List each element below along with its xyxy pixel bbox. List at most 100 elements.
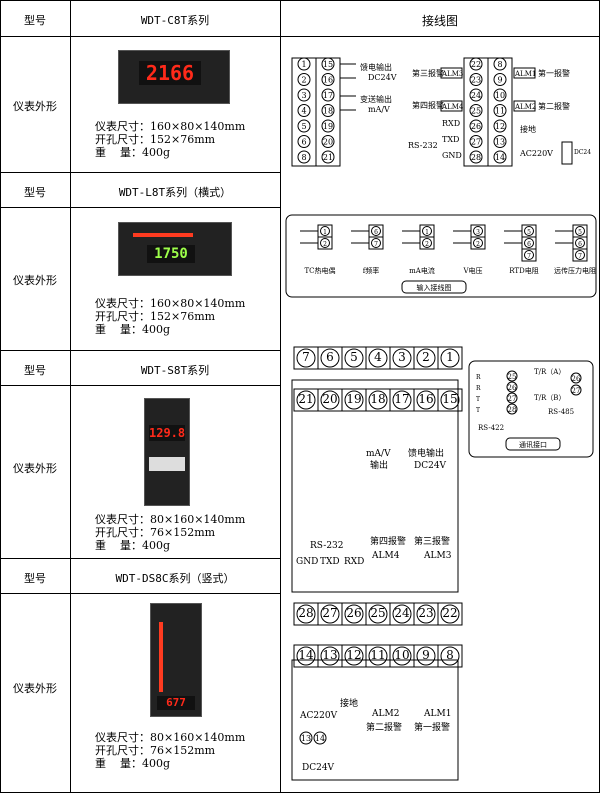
rs422-terminal-label: 25 — [508, 373, 517, 381]
terminal — [416, 604, 436, 624]
alarm3-label: 第三报警 — [414, 535, 450, 547]
model-label: 型号 — [24, 186, 46, 199]
terminal-label: 4 — [374, 350, 382, 364]
terminal — [368, 646, 388, 666]
input-terminal — [371, 238, 381, 248]
input-type-label: RTD电阻 — [509, 266, 538, 275]
tr-b-label: T/R（B） — [534, 394, 565, 402]
rxd-label: RXD — [442, 119, 460, 128]
feed-label: 馈电输出 — [408, 447, 444, 459]
input-terminal-label: 6 — [374, 229, 378, 236]
weight-spec: 重 量：400g — [95, 539, 171, 552]
terminal — [296, 390, 316, 410]
input-terminal-label: 6 — [578, 241, 582, 248]
rs422-signal: T — [476, 396, 480, 403]
input-type-label: V电压 — [462, 266, 482, 275]
size-spec: 仪表尺寸：160×80×140mm — [95, 297, 246, 310]
terminal — [493, 73, 507, 86]
alarm3-label: 第三报警 — [412, 68, 444, 78]
display-readout: 1750 — [147, 245, 195, 263]
input-terminal — [524, 250, 534, 260]
terminal — [320, 390, 340, 410]
input-type-label: TC热电偶 — [304, 266, 335, 275]
terminal-label: 16 — [418, 392, 433, 406]
terminal-label: 12 — [495, 122, 505, 131]
terminal — [321, 57, 335, 71]
terminal-label: 18 — [323, 107, 333, 116]
terminal-label: 1 — [301, 60, 306, 69]
terminal — [297, 88, 311, 102]
input-terminal-label: 2 — [476, 241, 480, 248]
input-terminal — [422, 238, 432, 248]
terminal-label: 24 — [471, 91, 481, 100]
terminal — [493, 104, 507, 117]
input-terminal-label: 6 — [527, 241, 531, 248]
terminal-label: 8 — [446, 648, 454, 662]
terminal-label: 19 — [346, 392, 361, 406]
terminal — [469, 150, 483, 164]
bar-graph — [133, 233, 193, 237]
terminal-label: 9 — [422, 648, 430, 662]
terminal-label: 5 — [350, 350, 358, 364]
terminal — [297, 135, 311, 148]
terminal — [297, 119, 311, 133]
hole-spec: 开孔尺寸：76×152mm — [95, 526, 216, 539]
terminal-label: 2 — [422, 350, 430, 364]
txd-label: TXD — [442, 135, 459, 144]
terminal-label: 24 — [394, 606, 410, 620]
input-terminal-label: 2 — [323, 241, 327, 248]
terminal — [321, 150, 335, 164]
terminal — [469, 104, 483, 117]
rs422-label: RS-422 — [478, 424, 504, 432]
terminal — [469, 73, 483, 86]
terminal — [321, 104, 335, 117]
ground-label: 接地 — [340, 697, 358, 709]
terminal-label: 22 — [471, 60, 481, 69]
display-readout: 129.8 — [149, 425, 186, 441]
input-type-label: mA电流 — [409, 266, 435, 275]
dc-terminal — [299, 731, 313, 745]
terminal — [416, 646, 436, 666]
terminal-label: 13 — [322, 648, 337, 662]
feed-voltage: DC24V — [368, 73, 397, 82]
weight-spec: 重 量：400g — [95, 757, 171, 770]
terminal-label: 21 — [298, 392, 313, 406]
terminal — [493, 88, 507, 102]
alarm1-box: ALM1 — [514, 70, 536, 78]
terminal-label: 27 — [322, 606, 337, 620]
terminal — [493, 135, 507, 148]
terminal — [469, 88, 483, 102]
terminal-label: 22 — [442, 606, 457, 620]
terminal-label: 3 — [398, 350, 406, 364]
device-image: 129.8 — [144, 398, 190, 506]
terminal-label: 19 — [323, 122, 333, 131]
ac-label: AC220V — [519, 149, 553, 158]
gnd-label: GND — [442, 151, 462, 160]
terminal-label: 27 — [471, 138, 481, 147]
device-image: 677 — [150, 603, 202, 717]
rs232-label: RS-232 — [408, 141, 438, 150]
input-terminal-label: 7 — [527, 253, 531, 260]
terminal-label: 28 — [471, 153, 481, 162]
terminal-label: 14 — [298, 648, 314, 662]
terminal-label: 25 — [370, 606, 385, 620]
specs: 仪表尺寸：80×160×140mm 开孔尺寸：76×152mm 重 量：400g — [95, 513, 245, 552]
terminal-label: 16 — [323, 76, 333, 85]
model-name: WDT-S8T系列 — [140, 364, 210, 377]
mav-label: mA/V — [366, 449, 391, 459]
terminal — [440, 646, 460, 666]
terminal-label: 14 — [495, 153, 505, 162]
input-terminal — [473, 238, 483, 248]
terminal — [320, 604, 340, 624]
dc-terminal-label: 13 — [301, 734, 311, 743]
terminal — [368, 604, 388, 624]
terminal — [344, 348, 364, 368]
terminal-label: 10 — [495, 91, 505, 100]
input-terminal-label: 5 — [527, 229, 531, 236]
terminal — [297, 73, 311, 86]
gnd-label: GND — [296, 557, 318, 567]
